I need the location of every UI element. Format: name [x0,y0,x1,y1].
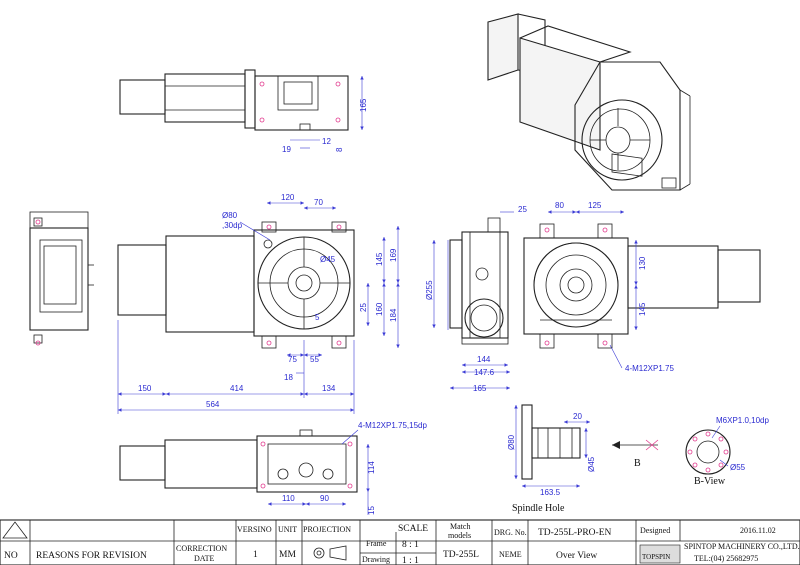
tb-projection: PROJECTION [303,525,351,534]
spindle-hole-caption: Spindle Hole [512,503,565,514]
dim-70: 70 [314,198,323,207]
b-view-arrow [612,439,659,451]
dim-160: 160 [375,302,384,316]
dim-134: 134 [322,384,336,393]
dim-bottom-15: 15 [367,506,376,515]
dim-top-19: 19 [282,145,291,154]
dim-bottom-110: 110 [282,494,295,503]
dim-side-25: 25 [518,205,527,214]
left-side-view [29,211,94,346]
b-view-caption: B-View [694,476,726,487]
dim-169: 169 [389,248,398,262]
dim-side-165: 165 [473,384,487,393]
dim-top-165: 165 [359,98,368,112]
tb-frame-value: 8 : 1 [402,540,419,550]
tb-drawing-value: 1 : 1 [402,556,419,565]
dim-120: 120 [281,193,295,202]
tb-unit: UNIT [278,525,297,534]
title-block [0,519,800,565]
dim-spindle-163-5: 163.5 [540,488,561,497]
dim-18: 18 [284,373,293,382]
dim-side-147-6: 147.6 [474,368,495,377]
dim-75: 75 [288,355,297,364]
tb-drg-no: DRG. No. [494,528,527,537]
dim-spindle-45: Ø45 [587,456,596,472]
tb-drawing: Drawing [362,555,390,564]
dim-right-145: 145 [638,302,647,316]
bottom-note: 4-M12XP1.75,15dp [358,421,427,430]
dim-150: 150 [138,384,152,393]
dim-top-8: 8 [335,147,344,152]
rear-view [523,210,761,369]
isometric-view [487,13,691,191]
bottom-view [119,429,370,515]
front-view [117,201,400,414]
tb-correction: CORRECTION [176,544,227,553]
tb-scale: SCALE [398,524,428,534]
dim-bottom-90: 90 [320,494,329,503]
tb-designed: Designed [640,526,670,535]
top-view [119,69,364,149]
dim-564: 564 [206,400,220,409]
tb-versino: VERSINO [237,525,272,534]
dim-145: 145 [375,252,384,266]
tb-date: DATE [194,554,215,563]
tb-version-value: 1 [253,550,258,560]
b-view-detail [685,425,731,475]
tb-company: SPINTOP MACHINERY CO.,LTD. [684,542,800,551]
tb-tel: TEL:(04) 25682975 [694,554,758,563]
dim-184: 184 [389,308,398,322]
dim-spindle-80: Ø80 [507,434,516,450]
side-view [432,211,514,390]
tb-match: Match [450,522,470,531]
tb-unit-value: MM [279,550,296,560]
dim-414: 414 [230,384,244,393]
tb-reasons: REASONS FOR REVISION [36,551,147,561]
dim-right-130: 130 [638,256,647,270]
tb-frame: Frame [366,539,387,548]
dim-5: 5 [315,313,320,322]
tb-no: NO [4,551,18,561]
dim-right-80: 80 [555,201,564,210]
tb-models: models [448,531,471,540]
dim-side-144: 144 [477,355,491,364]
dim-bottom-114: 114 [367,461,376,474]
dim-top-12: 12 [322,137,331,146]
bolt-note: 4-M12XP1.75 [625,364,674,373]
tb-drg-value: TD-255L-PRO-EN [538,528,611,538]
tb-logo-text: TOPSPIN [642,553,670,561]
dim-spindle-20: 20 [573,412,582,421]
b-arrow-label: B [634,458,641,469]
dim-45-dia: Ø45 [320,255,336,264]
dim-55: 55 [310,355,319,364]
dim-side-255: Ø255 [425,280,434,300]
tb-match-value: TD-255L [443,550,479,560]
dim-80-dia: Ø80 [222,211,238,220]
tb-neme: NEME [499,550,522,559]
dim-b-view-55: Ø55 [730,463,746,472]
dim-30dp: ,30dp [222,221,243,230]
tb-date-value: 2016.11.02 [740,526,776,535]
dim-25: 25 [359,303,368,312]
spindle-hole-detail [514,404,590,488]
b-view-note: M6XP1.0,10dp [716,416,769,425]
tb-neme-value: Over View [556,551,597,561]
dim-right-125: 125 [588,201,602,210]
